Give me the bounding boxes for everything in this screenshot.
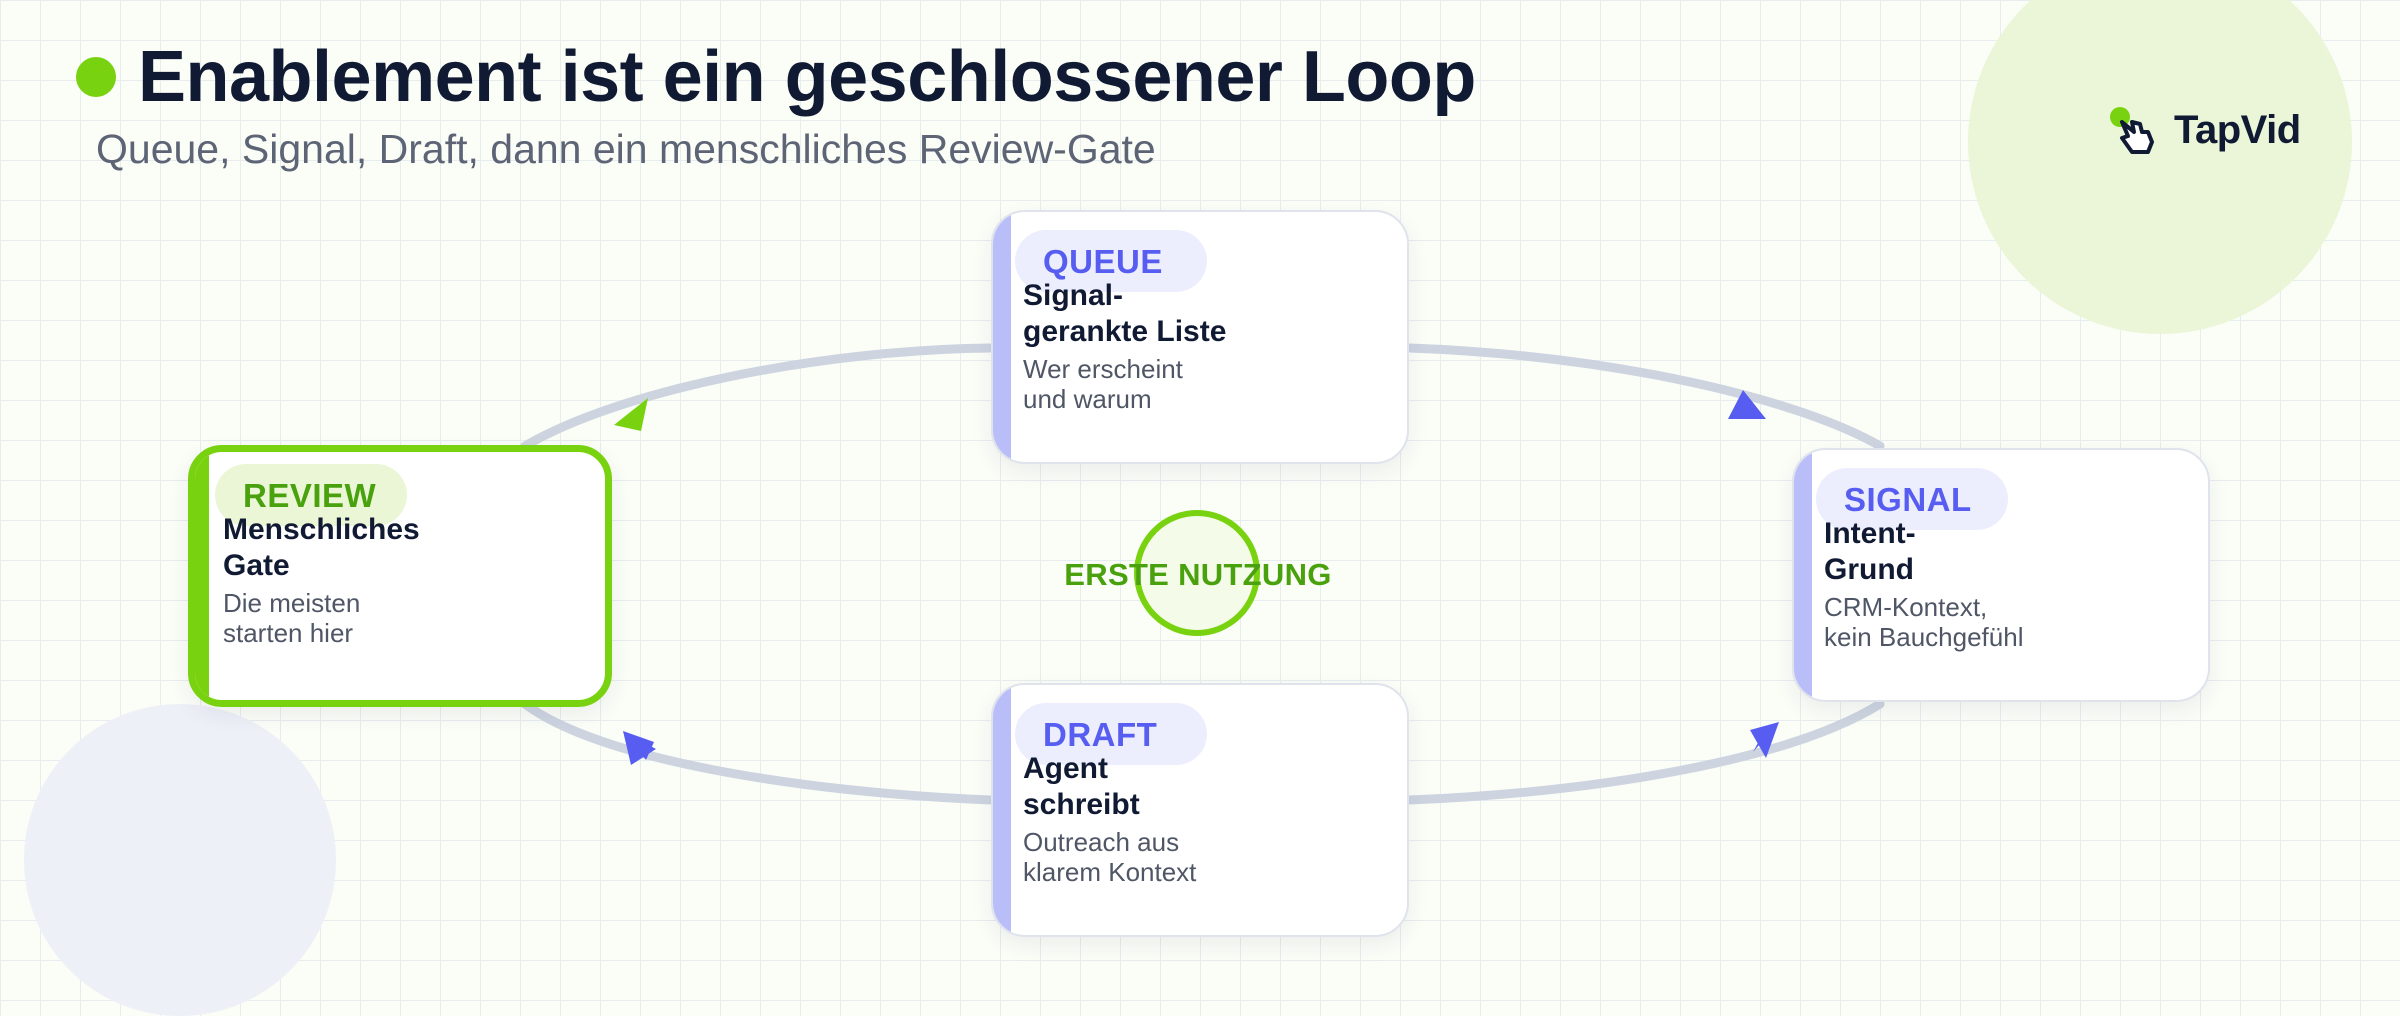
node-review-description: Die meisten starten hier bbox=[223, 588, 361, 648]
arrow-queue-signal-icon bbox=[1728, 390, 1766, 419]
node-review-heading: Menschliches Gate bbox=[223, 513, 420, 582]
arrow-review-queue-icon bbox=[614, 398, 648, 431]
node-draft: DRAFT Agent schreibt Outreach aus klarem… bbox=[991, 683, 1409, 937]
node-queue-description: Wer erscheint und warum bbox=[1023, 354, 1183, 414]
node-signal: SIGNAL Intent- Grund CRM-Kontext, kein B… bbox=[1792, 448, 2210, 702]
node-queue: QUEUE Signal- gerankte Liste Wer erschei… bbox=[991, 210, 1409, 464]
node-review: REVIEW Menschliches Gate Die meisten sta… bbox=[188, 445, 612, 707]
node-review-pill bbox=[215, 464, 407, 526]
node-signal-heading: Intent- Grund bbox=[1824, 517, 1916, 586]
node-draft-pill bbox=[1015, 703, 1207, 765]
page-title: Enablement ist ein geschlossener Loop bbox=[138, 37, 1476, 117]
loop-diagram bbox=[520, 343, 1885, 805]
title-bullet-icon bbox=[76, 57, 116, 97]
hand-pointer-icon bbox=[2110, 107, 2154, 154]
node-signal-tag: SIGNAL bbox=[1844, 481, 1972, 518]
loop-edge-signal-draft bbox=[1405, 699, 1885, 805]
node-signal-description: CRM-Kontext, kein Bauchgefühl bbox=[1824, 592, 2024, 652]
brand-name: TapVid bbox=[2174, 107, 2301, 152]
node-queue-tag: QUEUE bbox=[1043, 243, 1163, 280]
loop-edge-draft-review bbox=[520, 699, 995, 805]
node-queue-heading: Signal- gerankte Liste bbox=[1023, 279, 1227, 348]
node-draft-description: Outreach aus klarem Kontext bbox=[1023, 827, 1197, 887]
loop-edge-queue-signal bbox=[1405, 343, 1885, 451]
title-row: Enablement ist ein geschlossener Loop bbox=[76, 36, 1476, 118]
arrow-draft-review-head-icon bbox=[623, 731, 656, 765]
decorative-green-circle bbox=[1968, 0, 2352, 334]
node-queue-pill bbox=[1015, 230, 1207, 292]
node-review-tag: REVIEW bbox=[243, 477, 377, 514]
page-subtitle: Queue, Signal, Draft, dann ein menschlic… bbox=[96, 126, 1156, 172]
loop-edge-review-queue bbox=[520, 343, 995, 451]
node-draft-heading: Agent schreibt bbox=[1023, 752, 1140, 821]
node-signal-pill bbox=[1816, 468, 2008, 530]
center-circle bbox=[1134, 510, 1260, 636]
center-label: ERSTE NUTZUNG bbox=[1064, 557, 1332, 592]
brand-logo: TapVid bbox=[2108, 102, 2301, 158]
node-draft-tag: DRAFT bbox=[1043, 716, 1158, 753]
arrow-signal-draft-head-icon bbox=[1750, 722, 1779, 758]
